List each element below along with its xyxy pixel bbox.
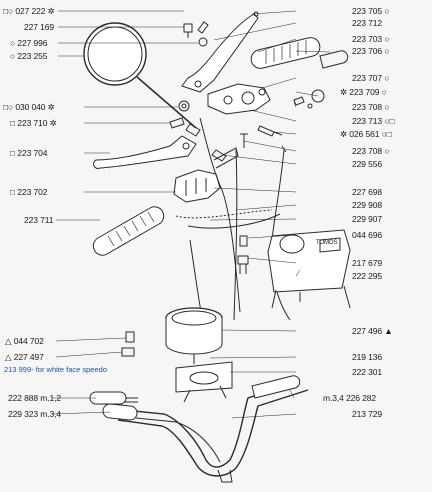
- part-label-227497: △ 227 497: [5, 352, 44, 362]
- speedo-bracket: [175, 361, 233, 403]
- part-label-223709: ✲ 223 709 ○: [340, 87, 387, 97]
- part-label-227496: 227 496 ▲: [352, 326, 393, 336]
- speedometer-cover: [267, 229, 351, 309]
- front-brake-lever: [181, 11, 259, 93]
- part-label-229908: 229 908: [352, 200, 383, 210]
- part-label-223708-a: 223 708 ○: [352, 102, 390, 112]
- mirror-assembly: [83, 22, 201, 137]
- part-label-227698: 227 698: [352, 187, 383, 197]
- part-label-227996: ○ 227 996: [10, 38, 48, 48]
- part-label-027222: □○ 027 222 ✲: [3, 6, 55, 16]
- part-label-044702: △ 044 702: [5, 336, 44, 346]
- part-label-223702: □ 223 702: [10, 187, 48, 197]
- handlebar: [89, 375, 309, 483]
- left-grip: [92, 206, 165, 256]
- left-brake-lever: [93, 135, 197, 169]
- dash-brand-text: TOMOS: [316, 240, 338, 246]
- right-grip: [250, 37, 349, 69]
- part-label-222301: 222 301: [352, 367, 383, 377]
- part-label-223707: 223 707 ○: [352, 73, 390, 83]
- part-label-223712: 223 712: [352, 18, 383, 28]
- part-label-223711: 223 711: [24, 215, 54, 225]
- part-label-223704: □ 223 704: [10, 148, 48, 158]
- part-label-217679: 217 679: [352, 258, 383, 268]
- part-label-030040: □○ 030 040 ✲: [3, 102, 55, 112]
- part-label-227169: 227 169: [24, 22, 55, 32]
- part-label-222295: 222 295: [352, 271, 383, 281]
- part-label-229556: 229 556: [352, 159, 383, 169]
- part-label-223713: 223 713 ○□: [352, 116, 395, 126]
- part-label-226282: m.3,4 226 282: [323, 393, 377, 403]
- speedometer: [165, 307, 223, 364]
- part-label-223703: 223 703 ○: [352, 34, 390, 44]
- part-label-223708-b: 223 708 ○: [352, 146, 390, 156]
- note-white-face-speedo: 213 999- for white face speedo: [4, 365, 107, 374]
- part-label-222888: 222 888 m.1,2: [8, 393, 62, 403]
- part-label-223705: 223 705 ○: [352, 6, 390, 16]
- part-label-219136: 219 136: [352, 352, 383, 362]
- part-label-229907: 229 907: [352, 214, 383, 224]
- part-label-026561: ✲ 026 561 ○□: [340, 129, 392, 139]
- part-label-223710: □ 223 710 ✲: [10, 118, 57, 128]
- part-label-223255: ○ 223 255: [10, 51, 48, 61]
- part-label-229323: 229 323 m.3,4: [8, 409, 62, 419]
- switch-housing: [173, 169, 221, 203]
- part-label-213729: 213 729: [352, 409, 383, 419]
- throttle-housing: [207, 83, 271, 115]
- part-label-044696: 044 696: [352, 230, 383, 240]
- part-label-223706: 223 706 ○: [352, 46, 390, 56]
